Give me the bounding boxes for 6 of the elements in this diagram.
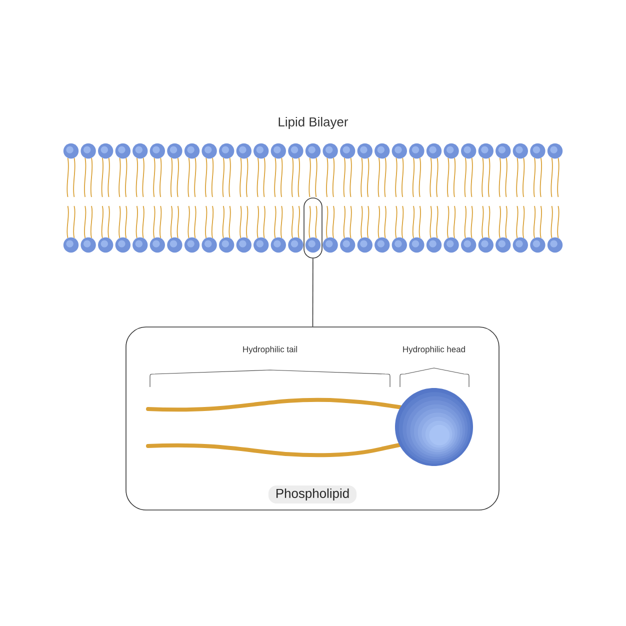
label: Hydrophilic tail: [243, 346, 297, 354]
highlight-outline: [304, 198, 322, 258]
label: Hydrophilic head: [403, 346, 465, 354]
name-label: Phospholipid: [268, 485, 357, 504]
connector-line: [312, 258, 314, 327]
title: Lipid Bilayer: [278, 116, 348, 130]
